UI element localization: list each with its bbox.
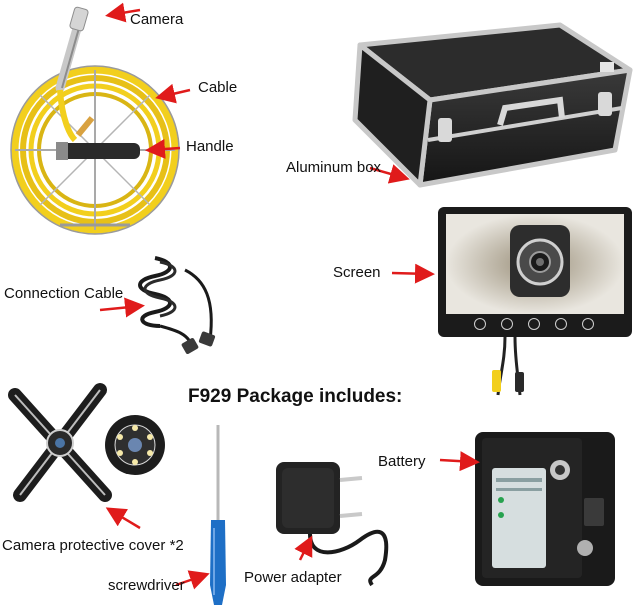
protective-cover-label: Camera protective cover *2 — [2, 537, 184, 554]
monitor-buttons — [474, 318, 594, 332]
package-title: F929 Package includes: — [188, 386, 403, 407]
minus-icon[interactable] — [555, 318, 567, 330]
handle-label: Handle — [186, 138, 234, 155]
camera-label: Camera — [130, 11, 184, 28]
power-adapter-label: Power adapter — [244, 569, 342, 586]
handle-grip — [60, 143, 140, 159]
connection-cable-label: Connection Cable — [4, 285, 124, 302]
battery-unit — [475, 432, 615, 586]
camera-probe — [55, 6, 89, 143]
monitor — [438, 207, 632, 337]
protective-cover-ring — [105, 415, 165, 475]
screwdriver — [210, 425, 226, 605]
cable-label: Cable — [198, 79, 238, 96]
screen-label: Screen — [333, 264, 381, 281]
plus-icon[interactable] — [582, 318, 594, 330]
menu-icon[interactable] — [474, 318, 486, 330]
battery-label: Battery — [378, 453, 426, 470]
box-handle — [497, 96, 565, 126]
screwdriver-label: screwdriver — [108, 577, 185, 594]
pointer-arrows — [99, 2, 480, 590]
select-icon[interactable] — [528, 318, 540, 330]
protective-cover-cross — [8, 383, 112, 502]
power-adapter — [276, 462, 389, 587]
power-icon[interactable] — [501, 318, 513, 330]
coiled-cable — [138, 256, 216, 354]
aluminum-box-label: Aluminum box — [286, 159, 382, 176]
aluminum-box — [352, 22, 633, 188]
